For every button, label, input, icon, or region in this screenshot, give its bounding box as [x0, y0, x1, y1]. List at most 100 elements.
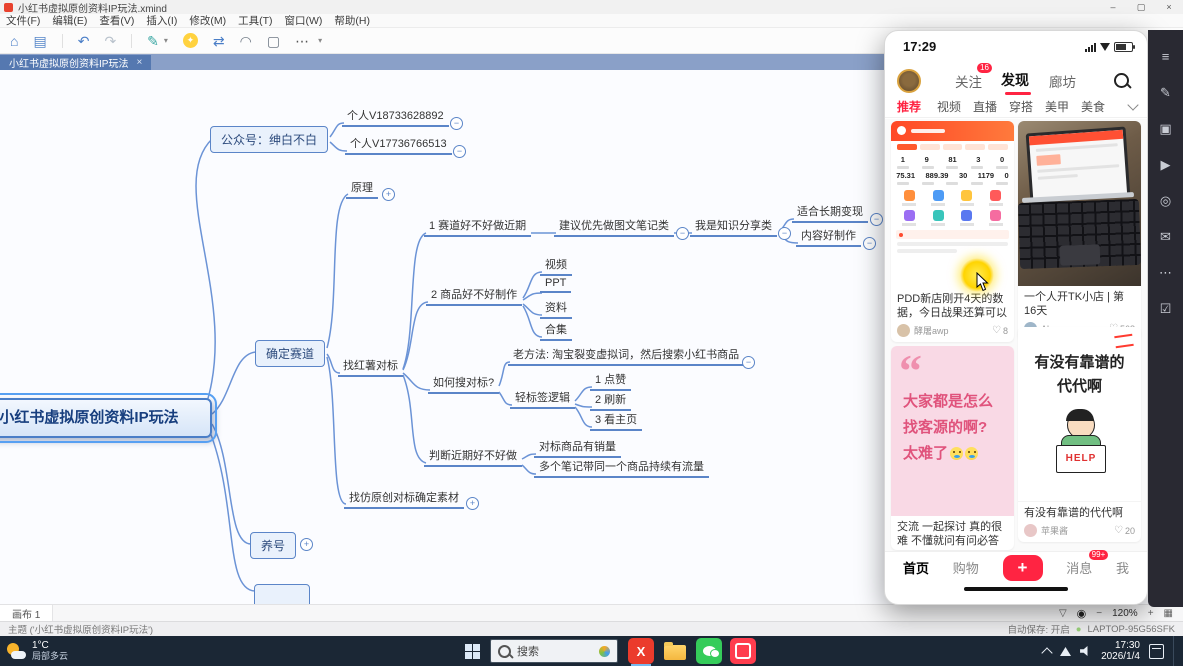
tab-discover[interactable]: 发现: [1001, 70, 1029, 90]
mindmap-node-c2d[interactable]: 合集: [540, 320, 572, 341]
sheet-tab[interactable]: 画布 1: [0, 605, 53, 621]
screenshot-icon[interactable]: ▣: [1148, 120, 1183, 138]
nav-shop[interactable]: 购物: [953, 558, 979, 577]
format-caret-icon[interactable]: ▾: [164, 36, 168, 45]
mindmap-node-c2c[interactable]: 资料: [540, 298, 572, 319]
note-title[interactable]: 交流 一起探讨 真的很难 不懂就问有问必答: [891, 516, 1014, 550]
username[interactable]: 酵屠awp: [914, 324, 992, 337]
undo-icon[interactable]: ↶: [78, 33, 90, 49]
mindmap-node-c1[interactable]: 1 赛道好不好做近期: [424, 216, 531, 237]
feed-card-tk[interactable]: 一个人开TK小店 | 第16天 Alex ♡ 568: [1018, 121, 1141, 340]
mindmap-node-c4a[interactable]: 对标商品有销量: [534, 437, 621, 458]
show-desktop-button[interactable]: [1173, 636, 1177, 666]
theme-icon[interactable]: ✦: [183, 33, 198, 48]
filter-icon[interactable]: ▽: [1059, 608, 1067, 619]
mindmap-node-c3b3[interactable]: 3 看主页: [590, 410, 642, 431]
pitch-mode-icon[interactable]: ◉: [1077, 607, 1087, 620]
mindmap-central-topic[interactable]: 小红书虚拟原创资料IP玩法: [0, 398, 212, 438]
mindmap-node-c3a[interactable]: 老方法: 淘宝裂变虚拟词，然后搜索小红书商品: [508, 345, 744, 366]
mindmap-node-c2[interactable]: 2 商品好不好制作: [426, 285, 522, 306]
menu-tools[interactable]: 工具(T): [238, 13, 272, 28]
search-icon[interactable]: [1114, 73, 1129, 88]
tab-follow[interactable]: 关注: [955, 71, 982, 91]
redo-icon[interactable]: ↷: [104, 33, 116, 49]
video-icon[interactable]: ▶: [1148, 156, 1183, 174]
zoom-level[interactable]: 120%: [1112, 608, 1138, 619]
volume-icon[interactable]: [1080, 645, 1092, 657]
mindmap-node-c1b2[interactable]: 内容好制作: [796, 226, 861, 247]
close-button[interactable]: ×: [1155, 2, 1183, 13]
note-title[interactable]: PDD新店刚开4天的数据，今日战果还算可以: [891, 288, 1014, 322]
mindmap-node-c1b1[interactable]: 适合长期变现: [792, 202, 868, 223]
taskbar-clock[interactable]: 17:30 2026/1/4: [1101, 640, 1140, 662]
boundary-icon[interactable]: ▢: [267, 33, 280, 49]
chevron-down-icon[interactable]: [1127, 99, 1138, 110]
taskbar-search[interactable]: 搜索: [490, 639, 618, 663]
mail-icon[interactable]: ✉: [1148, 228, 1183, 246]
mindmap-node-track[interactable]: 确定赛道: [255, 340, 325, 367]
fit-map-icon[interactable]: ▦: [1164, 608, 1173, 619]
note-title[interactable]: 一个人开TK小店 | 第16天: [1018, 286, 1141, 320]
collapse-toggle-icon[interactable]: −: [863, 237, 876, 250]
collapse-toggle-icon[interactable]: −: [450, 117, 463, 130]
action-center-icon[interactable]: [1149, 644, 1164, 659]
mindmap-node-c3b1[interactable]: 1 点赞: [590, 370, 631, 391]
collapse-toggle-icon[interactable]: −: [742, 356, 755, 369]
tab-local[interactable]: 廊坊: [1049, 71, 1076, 91]
menu-help[interactable]: 帮助(H): [334, 13, 370, 28]
mindmap-node-c3b2[interactable]: 2 刷新: [590, 390, 631, 411]
live-avatar-icon[interactable]: [897, 69, 921, 93]
edit-icon[interactable]: ✎: [1148, 84, 1183, 102]
mindmap-node-c2b[interactable]: PPT: [540, 276, 571, 293]
mindmap-node-c4[interactable]: 判断近期好不好做: [424, 446, 522, 467]
mindmap-node-c3[interactable]: 如何搜对标?: [428, 373, 499, 394]
mindmap-node-c3b[interactable]: 轻标签逻辑: [510, 388, 575, 409]
taskbar-app-icon[interactable]: [730, 638, 756, 664]
menu-edit[interactable]: 编辑(E): [52, 13, 87, 28]
menu-view[interactable]: 查看(V): [99, 13, 134, 28]
mindmap-node-v1[interactable]: 个人V18733628892: [342, 106, 449, 127]
expand-toggle-icon[interactable]: +: [382, 188, 395, 201]
mindmap-node-clipped[interactable]: [254, 584, 310, 604]
collapse-toggle-icon[interactable]: −: [453, 145, 466, 158]
mindmap-node-sucai[interactable]: 找仿原创对标确定素材: [344, 488, 464, 509]
feed[interactable]: 198130 75.31889.393011790 PDD新店刚开4天: [885, 119, 1147, 551]
mindmap-node-hongshu[interactable]: 找红薯对标: [338, 356, 403, 377]
menu-file[interactable]: 文件(F): [6, 13, 40, 28]
relationship-icon[interactable]: ⇄: [213, 33, 225, 49]
category-recommend[interactable]: 推荐: [897, 98, 921, 115]
username[interactable]: 苹果酱: [1041, 524, 1114, 537]
expand-toggle-icon[interactable]: +: [466, 497, 479, 510]
mindmap-node-v2[interactable]: 个人V17736766513: [345, 134, 452, 155]
mindmap-node-c1a[interactable]: 建议优先做图文笔记类: [554, 216, 674, 237]
document-tab[interactable]: 小红书虚拟原创资料IP玩法 ×: [0, 55, 151, 71]
category-nails[interactable]: 美甲: [1045, 98, 1069, 115]
weather-widget[interactable]: 1°C 局部多云: [0, 636, 78, 666]
like-icon[interactable]: ♡: [1114, 525, 1123, 536]
nav-messages[interactable]: 消息 99+: [1066, 558, 1092, 577]
menu-icon[interactable]: ≡: [1148, 48, 1183, 66]
start-button[interactable]: [458, 636, 486, 666]
mindmap-node-c1b[interactable]: 我是知识分享类: [690, 216, 777, 237]
format-painter-icon[interactable]: ✎: [147, 33, 159, 49]
zoom-in-button[interactable]: +: [1148, 608, 1154, 619]
tasks-icon[interactable]: ☑: [1148, 300, 1183, 318]
network-icon[interactable]: [1060, 647, 1071, 656]
zoom-out-button[interactable]: −: [1096, 608, 1102, 619]
nav-me[interactable]: 我: [1116, 558, 1129, 577]
category-food[interactable]: 美食: [1081, 98, 1105, 115]
tab-close-icon[interactable]: ×: [136, 57, 142, 68]
home-icon[interactable]: ⌂: [10, 33, 18, 49]
mindmap-node-c4b[interactable]: 多个笔记带同一个商品持续有流量: [534, 457, 709, 478]
more-icon[interactable]: ⋯: [295, 33, 309, 49]
note-title[interactable]: 有没有靠谱的代代啊: [1018, 502, 1141, 522]
maximize-button[interactable]: ▢: [1127, 2, 1155, 13]
category-video[interactable]: 视频: [937, 98, 961, 115]
create-post-button[interactable]: +: [1003, 555, 1043, 581]
mindmap-node-c2a[interactable]: 视频: [540, 255, 572, 276]
like-icon[interactable]: ♡: [992, 325, 1001, 336]
menu-window[interactable]: 窗口(W): [285, 13, 323, 28]
save-icon[interactable]: ▤: [33, 33, 46, 49]
more-options-icon[interactable]: ⋯: [1148, 264, 1183, 282]
summary-icon[interactable]: ◠: [240, 33, 252, 49]
